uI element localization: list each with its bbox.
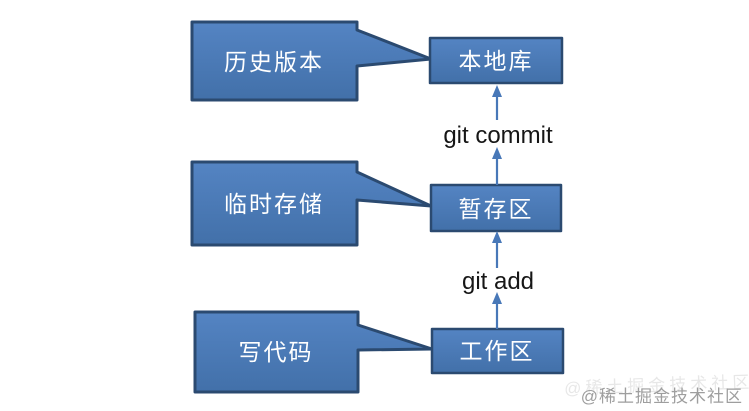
- callout-history-label: 历史版本: [224, 49, 324, 75]
- callout-history-shape: [190, 20, 433, 102]
- node-staging-area-label: 暂存区: [459, 196, 534, 222]
- watermark: @稀土掘金技术社区: [580, 387, 743, 406]
- git-commit-arrow-lower-head-icon: [492, 147, 502, 159]
- git-commit-arrow-upper-head-icon: [492, 85, 502, 97]
- git-add-arrow-lower-head-icon: [492, 292, 502, 304]
- callout-write-code-shape: [193, 310, 434, 394]
- git-add-label: git add: [462, 268, 534, 295]
- git-commit-label: git commit: [443, 122, 553, 149]
- node-working-area-shape: [430, 327, 565, 375]
- node-local-repo-label: 本地库: [459, 48, 534, 74]
- git-add-arrow-upper-head-icon: [492, 231, 502, 243]
- node-local-repo-shape: [428, 36, 564, 85]
- node-working-area-label: 工作区: [460, 338, 535, 364]
- callout-temp-storage-shape: [190, 160, 433, 247]
- callout-temp-storage-label: 临时存储: [224, 191, 324, 217]
- callout-write-code-label: 写代码: [239, 339, 314, 365]
